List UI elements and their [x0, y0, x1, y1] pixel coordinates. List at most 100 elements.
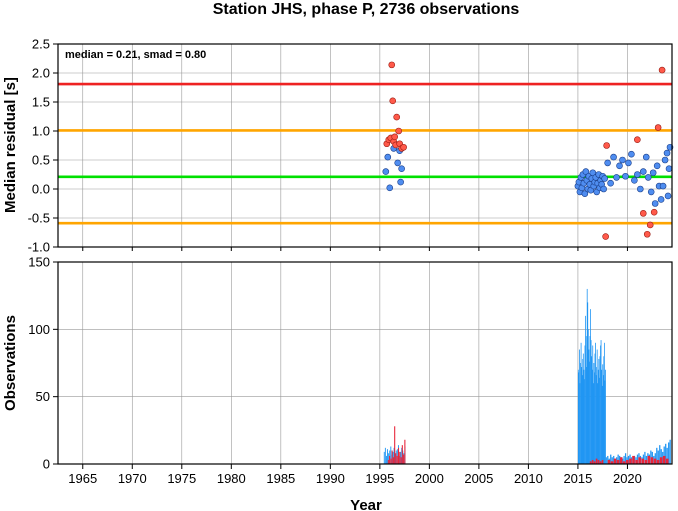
- residual-point-blue: [639, 168, 647, 175]
- observation-bar-blue: [580, 342, 582, 464]
- observation-bar-blue: [623, 455, 625, 464]
- observation-bar-red: [389, 455, 391, 464]
- observation-bar-red: [599, 461, 602, 464]
- residual-point-red: [603, 142, 610, 149]
- observation-bar-blue: [663, 446, 665, 464]
- residual-point-blue: [382, 168, 390, 175]
- observation-bar-red: [638, 457, 641, 464]
- residual-point-red: [388, 61, 396, 69]
- observation-bar-red: [395, 453, 397, 464]
- y-tick-label: 1.5: [32, 95, 50, 110]
- residual-point-red: [389, 97, 397, 105]
- observation-bar-blue: [592, 345, 594, 464]
- observation-bar-red: [601, 459, 604, 464]
- x-tick-label: 1970: [118, 471, 147, 486]
- y-tick-label: -1.0: [28, 240, 50, 255]
- observation-bar-blue: [591, 356, 593, 464]
- observation-bar-blue: [601, 385, 603, 464]
- residual-point-blue: [604, 159, 611, 167]
- observation-bar-blue: [656, 447, 658, 464]
- observation-bar-red: [390, 458, 392, 464]
- observation-bar-blue: [598, 358, 600, 464]
- residual-point-blue: [607, 179, 614, 187]
- x-tick-label: 1980: [217, 471, 246, 486]
- residual-point-blue: [582, 168, 590, 175]
- residual-points: [382, 61, 674, 240]
- residual-panel: -1.0-0.50.00.51.01.52.02.5 median = 0.21…: [2, 37, 674, 255]
- observation-bar-blue: [384, 447, 386, 464]
- observation-bar-blue: [610, 454, 612, 464]
- residual-point-blue: [663, 149, 671, 157]
- residual-point-blue: [644, 174, 652, 181]
- observation-bar-red: [626, 459, 629, 464]
- observation-bar-blue: [581, 375, 583, 464]
- residual-point-blue: [634, 171, 641, 178]
- residual-point-red: [654, 124, 662, 131]
- observation-bar-blue: [605, 369, 606, 464]
- observation-bar-red: [644, 459, 648, 464]
- observation-bar-red: [401, 445, 403, 464]
- observation-bar-red: [656, 459, 660, 464]
- observation-bar-blue: [595, 375, 597, 464]
- residual-point-blue: [625, 159, 632, 167]
- residual-point-blue: [659, 182, 667, 190]
- observation-bar-blue: [577, 369, 579, 464]
- observation-bar-red: [622, 461, 626, 464]
- observation-bar-blue: [600, 340, 602, 464]
- observation-bar-blue: [388, 453, 390, 464]
- observation-bar-red: [399, 451, 401, 464]
- residual-point-blue: [665, 165, 673, 172]
- residual-point-red: [602, 233, 609, 240]
- observation-bar-blue: [585, 315, 586, 464]
- stats-annotation: median = 0.21, smad = 0.80: [65, 49, 206, 61]
- residual-point-blue: [653, 162, 661, 170]
- observation-bar-blue: [586, 367, 588, 464]
- observation-bar-blue: [624, 453, 627, 464]
- observation-bar-blue: [603, 342, 605, 464]
- x-tick-label: 2020: [613, 471, 642, 486]
- observation-bar-blue: [668, 442, 670, 464]
- observation-bar-red: [619, 457, 623, 464]
- observation-bar-red: [610, 461, 614, 464]
- residual-point-red: [639, 210, 647, 217]
- observation-bar-red: [394, 426, 396, 464]
- observation-bar-red: [589, 461, 592, 464]
- residual-point-blue: [657, 196, 665, 203]
- observation-bar-blue: [595, 342, 596, 464]
- y-tick-label: 50: [36, 389, 50, 404]
- observation-bar-blue: [659, 445, 661, 464]
- residual-point-red: [391, 133, 399, 141]
- x-tick-label: 2010: [514, 471, 543, 486]
- observation-bar-red: [595, 458, 598, 464]
- residual-point-blue: [386, 184, 394, 192]
- observation-bar-red: [647, 455, 651, 464]
- observation-bar-blue: [636, 454, 639, 464]
- observation-bar-red: [635, 459, 638, 464]
- residual-point-blue: [628, 150, 635, 158]
- observation-bar-blue: [644, 451, 646, 464]
- observation-bar-blue: [589, 336, 591, 464]
- residual-grid: [58, 44, 672, 247]
- observation-bar-blue: [383, 451, 385, 464]
- observation-bar-red: [632, 455, 635, 464]
- residual-point-blue: [664, 192, 672, 200]
- observation-bar-blue: [578, 372, 580, 464]
- observation-bars: [383, 288, 671, 464]
- observation-bar-red: [629, 458, 632, 464]
- residual-point-blue: [631, 177, 638, 184]
- x-tick-label: 1990: [316, 471, 345, 486]
- observation-bar-blue: [662, 451, 664, 464]
- observation-bar-red: [613, 458, 617, 464]
- residual-point-blue: [581, 190, 589, 197]
- x-tick-label: 2015: [563, 471, 592, 486]
- observation-bar-blue: [603, 356, 605, 464]
- residual-point-blue: [589, 169, 597, 177]
- residual-point-blue: [600, 185, 607, 193]
- observation-bar-red: [404, 439, 406, 464]
- observation-bar-blue: [401, 447, 403, 464]
- observation-bar-blue: [593, 363, 595, 464]
- observation-bar-blue: [584, 345, 586, 464]
